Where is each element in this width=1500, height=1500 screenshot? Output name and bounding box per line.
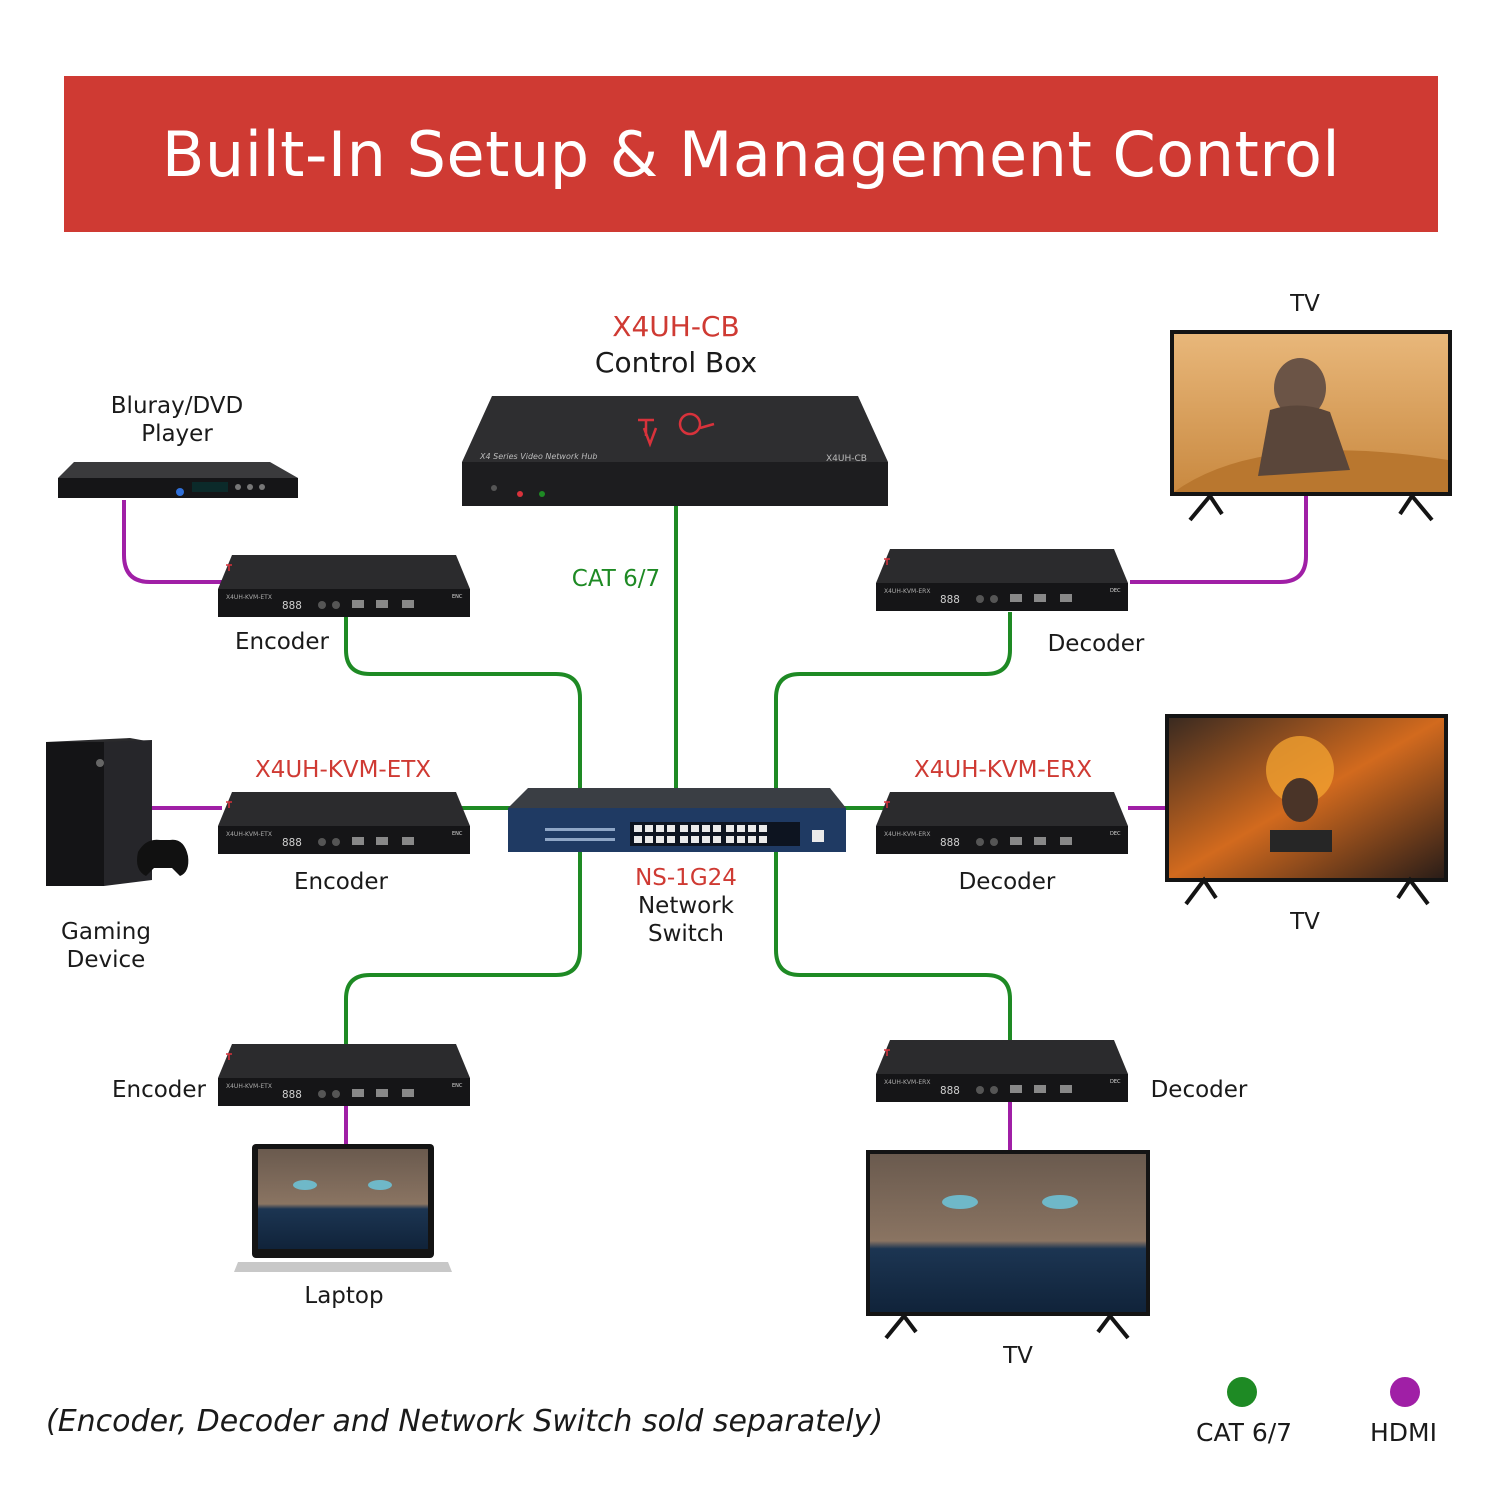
tvi-logo-icon — [226, 564, 232, 571]
decoder-2-device: X4UH-KVM-ERX 888 DEC — [876, 792, 1128, 854]
footnote: (Encoder, Decoder and Network Switch sol… — [46, 1404, 884, 1439]
control-box-face-model: X4UH-CB — [826, 454, 867, 464]
cat-cable-decoder-1 — [774, 612, 1012, 790]
legend-cat-label: CAT 6/7 — [1196, 1418, 1293, 1447]
network-switch-device — [508, 788, 846, 852]
hdmi-cable-tv-1 — [1130, 495, 1308, 584]
switch-model-label: NS-1G24 — [635, 865, 737, 891]
cat-cables — [344, 505, 1012, 1044]
page-title: Built-In Setup & Management Control — [161, 117, 1341, 191]
control-box-device: X4 Series Video Network Hub X4UH-CB — [462, 396, 888, 506]
hdmi-cable-bluray — [122, 500, 222, 584]
device-face-model: X4UH-KVM-ETX — [226, 831, 272, 838]
device-face-model: X4UH-KVM-ERX — [884, 1079, 930, 1086]
tvi-logo-icon — [638, 418, 658, 448]
tvi-logo-icon — [884, 801, 890, 808]
device-display: 888 — [282, 599, 302, 612]
device-display: 888 — [940, 836, 960, 849]
cat-cable-label: CAT 6/7 — [571, 566, 661, 592]
tv-3-device — [866, 1150, 1150, 1340]
device-tag: ENC — [452, 831, 463, 837]
encoder-2-device: X4UH-KVM-ETX 888 ENC — [218, 792, 470, 854]
gaming-label-line1: Gaming — [61, 919, 151, 945]
switch-name-line1: Network — [637, 893, 735, 919]
cat-cable-encoder-3 — [344, 850, 582, 1044]
tv-3-label: TV — [1003, 1343, 1033, 1369]
device-display: 888 — [940, 1084, 960, 1097]
decoder-3-label: Decoder — [1150, 1077, 1248, 1103]
legend-hdmi-dot — [1390, 1377, 1420, 1407]
bluray-label-line1: Bluray/DVD — [110, 393, 244, 419]
gamepad-icon — [137, 839, 189, 876]
device-tag: DEC — [1110, 831, 1121, 837]
tv-1-device — [1170, 330, 1452, 522]
device-face-model: X4UH-KVM-ERX — [884, 588, 930, 595]
laptop-label: Laptop — [304, 1283, 384, 1309]
encoder-3-label: Encoder — [111, 1077, 207, 1103]
control-box-model-label: X4UH-CB — [612, 310, 740, 343]
switch-name-line2: Switch — [647, 921, 725, 947]
device-tag: DEC — [1110, 588, 1121, 594]
tv-2-label: TV — [1290, 909, 1320, 935]
tvi-logo-icon — [226, 801, 232, 808]
title-banner: Built-In Setup & Management Control — [64, 76, 1438, 232]
device-display: 888 — [282, 1088, 302, 1101]
decoder-model-label: X4UH-KVM-ERX — [913, 757, 1093, 783]
control-box-name-label: Control Box — [594, 346, 758, 379]
gaming-console-device — [46, 738, 189, 886]
decoder-1-label: Decoder — [1047, 631, 1145, 657]
encoder-model-label: X4UH-KVM-ETX — [254, 757, 432, 783]
control-box-face-text: X4 Series Video Network Hub — [479, 452, 598, 461]
gaming-label-line2: Device — [66, 947, 146, 973]
decoder-1-device: X4UH-KVM-ERX 888 DEC — [876, 549, 1128, 611]
laptop-device — [234, 1144, 452, 1272]
device-face-model: X4UH-KVM-ERX — [884, 831, 930, 838]
cat-cable-decoder-3 — [774, 850, 1012, 1044]
legend-hdmi-label: HDMI — [1370, 1418, 1437, 1447]
decoder-3-device: X4UH-KVM-ERX 888 DEC — [876, 1040, 1128, 1102]
tv-1-label: TV — [1290, 291, 1320, 317]
encoder-1-label: Encoder — [234, 629, 330, 655]
cat-cable-encoder-1 — [344, 617, 582, 790]
device-tag: ENC — [452, 1083, 463, 1089]
decoder-2-label: Decoder — [958, 869, 1056, 895]
device-tag: ENC — [452, 594, 463, 600]
tvi-logo-icon — [884, 558, 890, 565]
device-display: 888 — [282, 836, 302, 849]
tv-2-device — [1165, 714, 1448, 906]
tvi-logo-icon — [884, 1049, 890, 1056]
legend-cat-dot — [1227, 1377, 1257, 1407]
encoder-3-device: X4UH-KVM-ETX 888 ENC — [218, 1044, 470, 1106]
encoder-2-label: Encoder — [293, 869, 389, 895]
encoder-1-device: X4UH-KVM-ETX 888 ENC — [218, 555, 470, 617]
device-tag: DEC — [1110, 1079, 1121, 1085]
device-display: 888 — [940, 593, 960, 606]
tvi-logo-icon — [226, 1053, 232, 1060]
hdmi-cables — [122, 495, 1308, 1150]
extender-devices: X4UH-KVM-ETX888ENCX4UH-KVM-ETX888ENCX4UH… — [218, 549, 1128, 1106]
device-face-model: X4UH-KVM-ETX — [226, 594, 272, 601]
bluray-label-line2: Player — [141, 421, 213, 447]
bluray-player-device — [58, 462, 298, 498]
device-face-model: X4UH-KVM-ETX — [226, 1083, 272, 1090]
